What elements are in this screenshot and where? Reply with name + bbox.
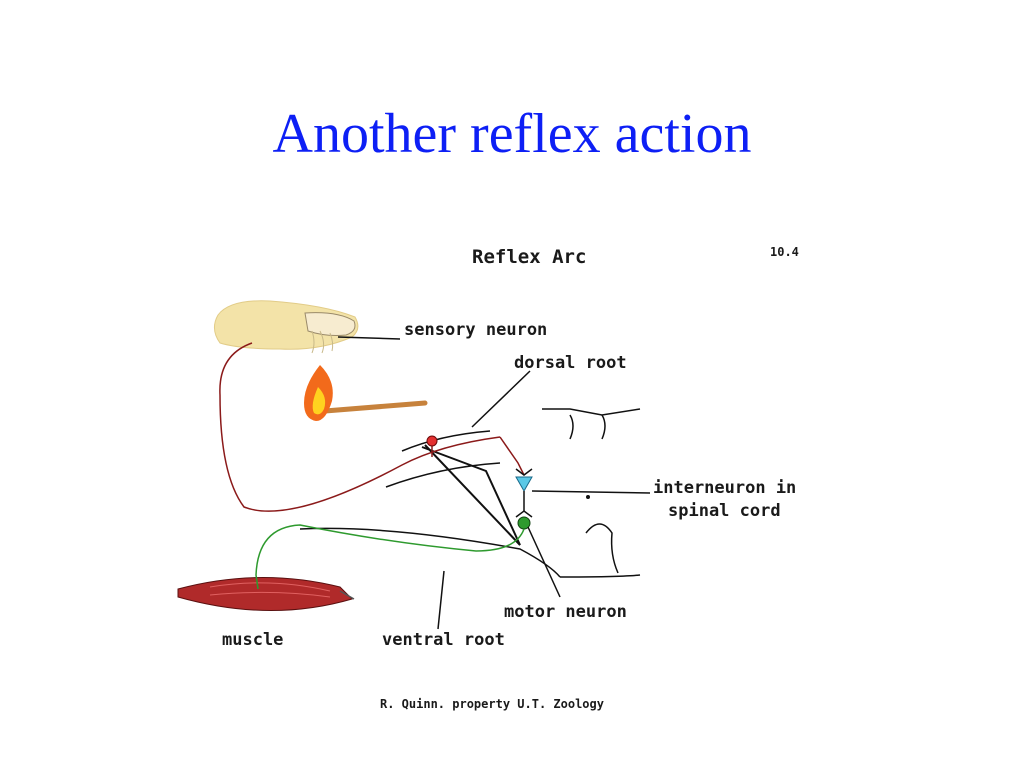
interneuron: [515, 468, 533, 511]
label-pointer-lines: [337, 336, 651, 630]
muscle-illustration: [177, 576, 355, 611]
hand-illustration: [214, 300, 359, 354]
label-interneuron-line1: interneuron in: [653, 478, 796, 498]
sensory-neuron-pathway: [219, 342, 525, 512]
spinal-cord-outline: [299, 408, 641, 578]
motor-neuron-pathway: [255, 510, 533, 590]
label-muscle: muscle: [222, 630, 283, 650]
label-sensory-neuron: sensory neuron: [404, 320, 547, 340]
label-interneuron-line2: spinal cord: [668, 501, 781, 521]
label-dorsal-root: dorsal root: [514, 353, 627, 373]
slide-title: Another reflex action: [272, 103, 752, 165]
label-motor-neuron: motor neuron: [504, 602, 627, 622]
diagram-title: Reflex Arc: [472, 246, 586, 268]
burning-match: [304, 365, 428, 421]
credit-line: R. Quinn. property U.T. Zoology: [380, 697, 604, 711]
reflex-arc-diagram: Reflex Arc 10.4 sensory neuron dorsal ro…: [177, 245, 799, 711]
figure-number: 10.4: [770, 245, 799, 259]
label-ventral-root: ventral root: [382, 630, 505, 650]
